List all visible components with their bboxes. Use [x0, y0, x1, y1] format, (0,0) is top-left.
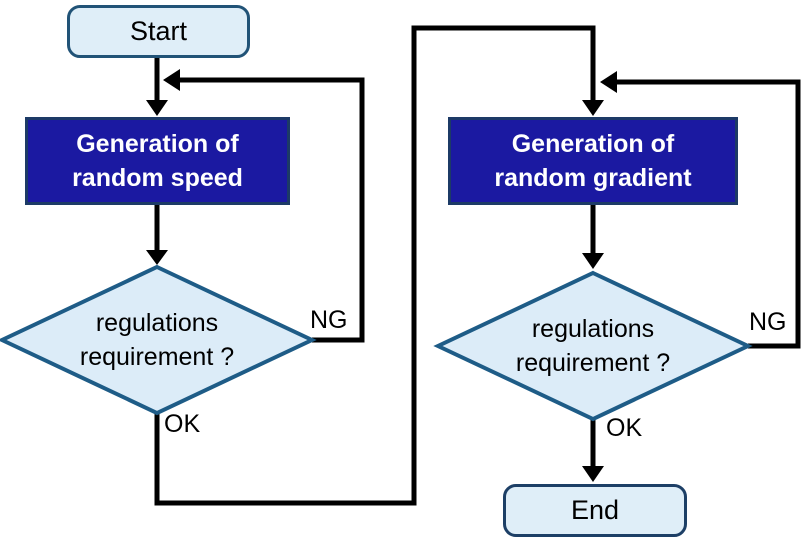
end-node-label: End	[570, 495, 620, 525]
arrowhead-into-decision-gradient	[582, 253, 604, 269]
process-generation-speed-label-line2: random speed	[72, 164, 243, 192]
decision-speed-shape	[0, 264, 317, 416]
decision-gradient-shape	[433, 270, 753, 422]
decision-speed-label: regulations requirement ?	[17, 302, 297, 378]
start-node: Start	[67, 5, 250, 58]
decision-gradient-label: regulations requirement ?	[453, 308, 733, 384]
edge-label-ng-gradient: NG	[749, 308, 787, 336]
start-node-label: Start	[129, 16, 188, 46]
arrowhead-into-end-box	[582, 466, 604, 482]
arrowhead-ng-speed	[163, 69, 180, 91]
process-generation-gradient-label-line2: random gradient	[494, 164, 692, 192]
edge-label-ok-gradient: OK	[606, 414, 643, 442]
arrowhead-into-gradient-box	[582, 100, 604, 116]
edge-ng-gradient-loop	[617, 79, 801, 349]
edge-ng-speed-loop	[180, 77, 365, 343]
decision-gradient-label-line2: requirement ?	[515, 349, 671, 377]
arrowhead-into-speed-box	[146, 100, 168, 116]
end-node: End	[503, 484, 687, 537]
process-generation-gradient-label-line1: Generation of	[511, 129, 675, 158]
decision-speed-label-line1: regulations	[95, 308, 219, 337]
arrowhead-ng-gradient	[600, 71, 617, 93]
process-generation-speed-node: Generation of random speed	[25, 117, 290, 205]
edge-ok-speed-to-gradient	[154, 25, 596, 506]
process-generation-gradient-node: Generation of random gradient	[448, 117, 738, 205]
decision-speed-label-line2: requirement ?	[79, 343, 235, 371]
decision-gradient-label-line1: regulations	[531, 314, 655, 343]
process-generation-speed-label-line1: Generation of	[76, 129, 239, 158]
arrowhead-into-decision-speed	[146, 250, 168, 265]
edge-label-ng-speed: NG	[310, 306, 348, 334]
edge-label-ok-speed: OK	[164, 410, 201, 438]
